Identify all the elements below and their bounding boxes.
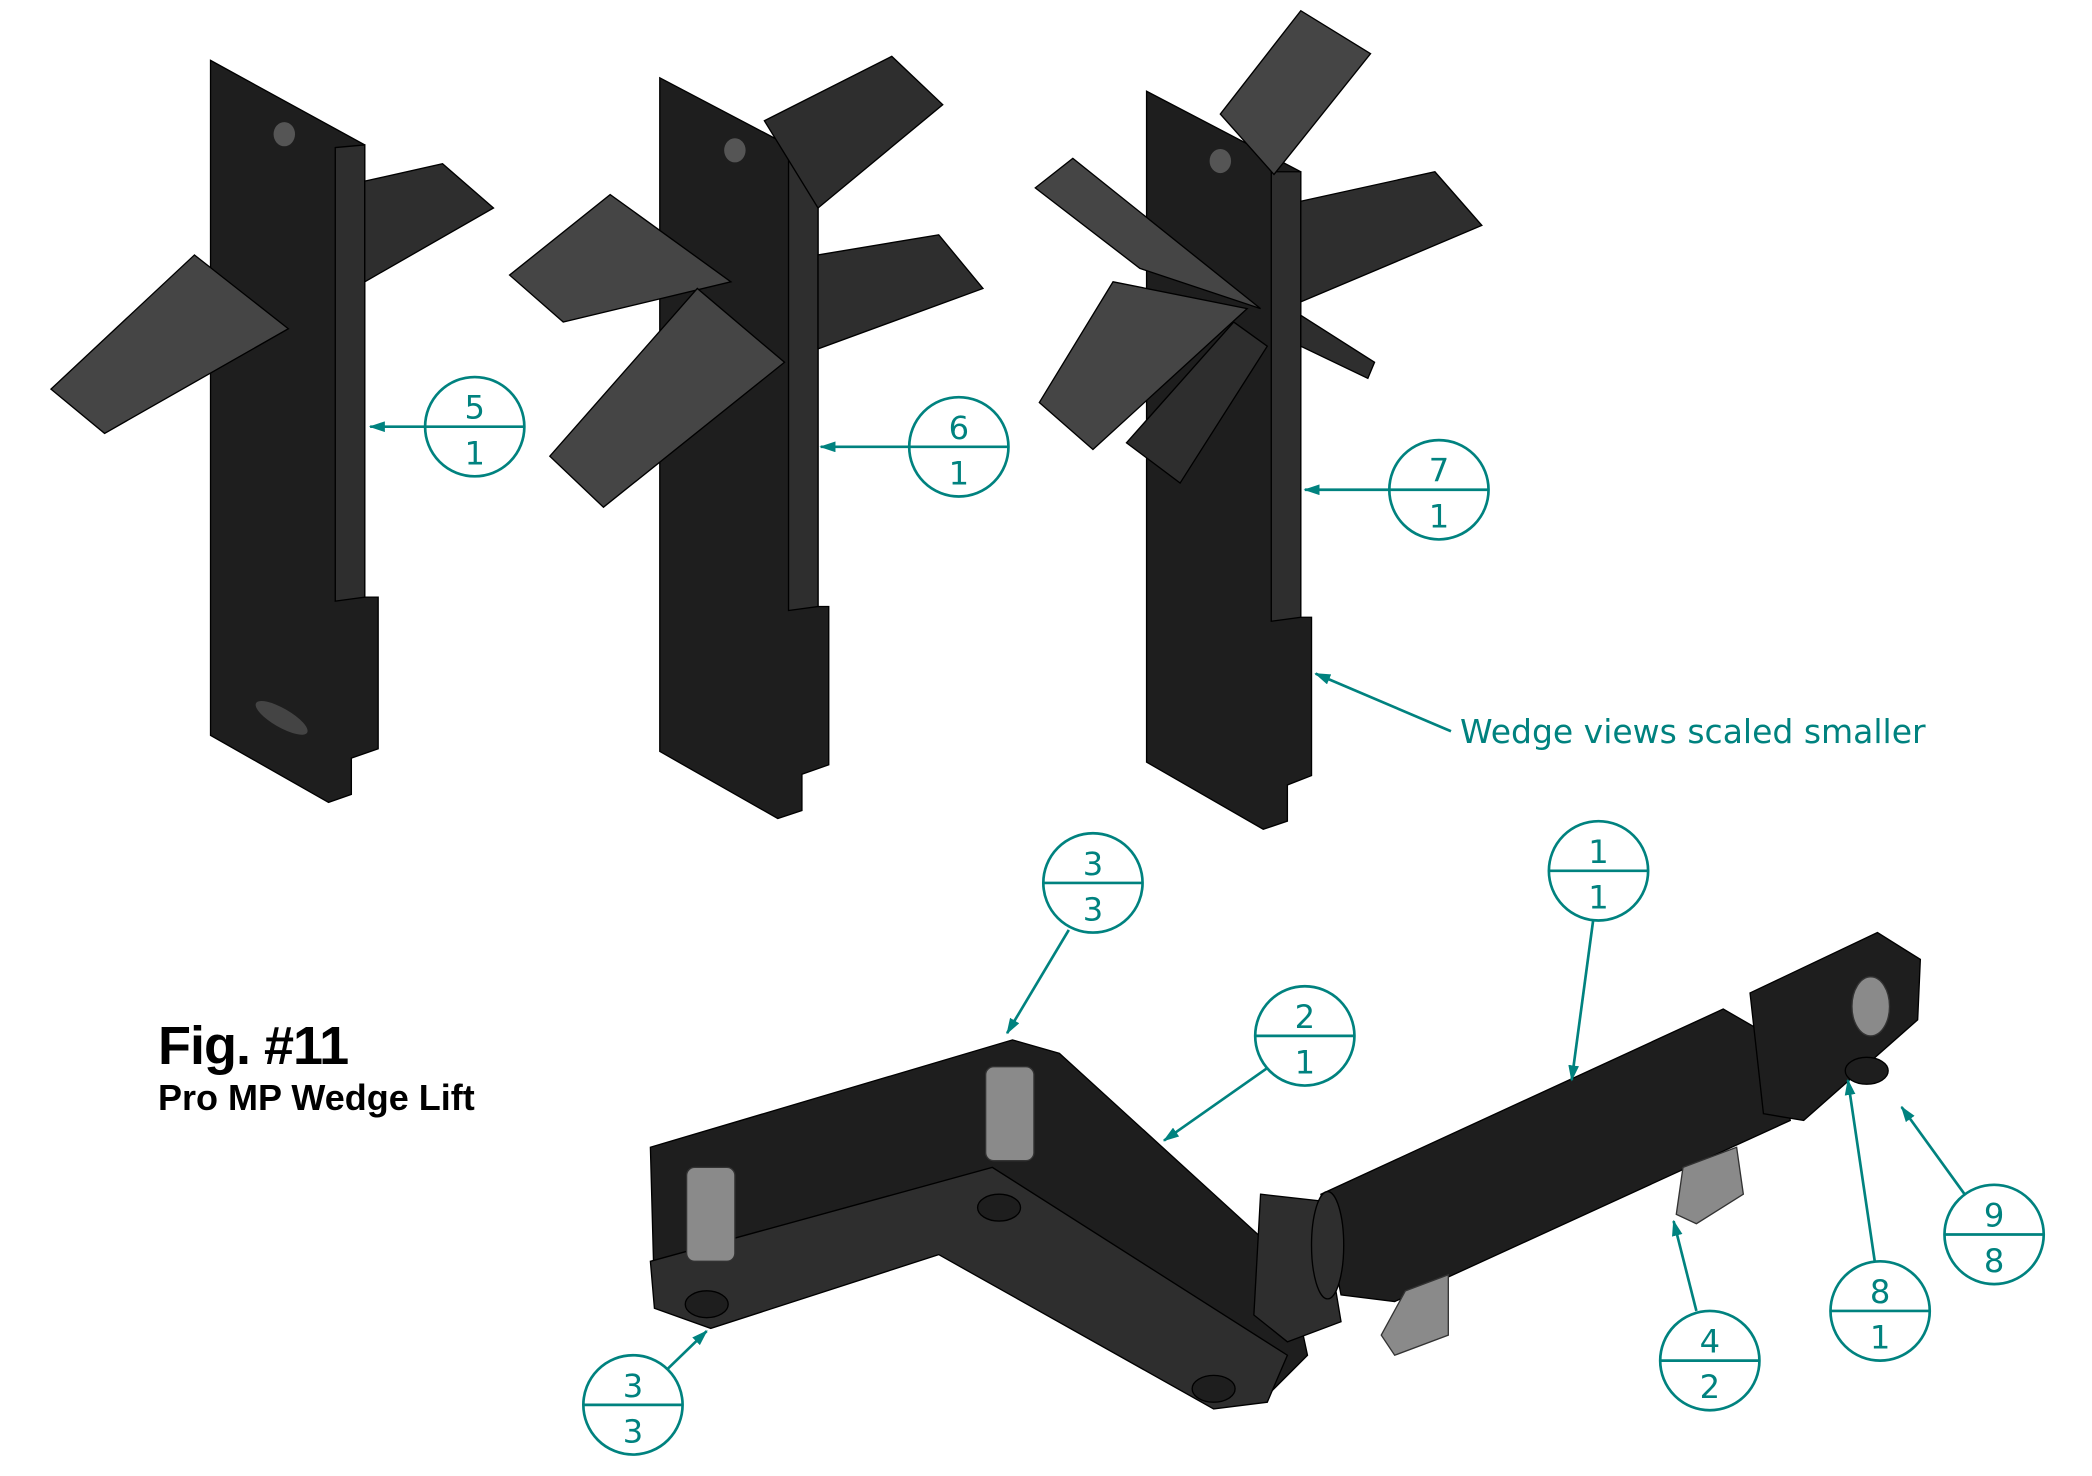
- balloon-item-number: 5: [464, 389, 484, 427]
- figure-title: Fig. #11: [158, 1016, 349, 1076]
- balloon-qty: 3: [623, 1412, 643, 1450]
- balloon-item-number: 3: [1083, 845, 1103, 883]
- balloon-item-number: 4: [1700, 1323, 1720, 1361]
- balloon-item-number: 3: [623, 1367, 643, 1405]
- balloon-item-6: 6 1: [907, 395, 1010, 498]
- balloon-item-number: 6: [949, 409, 969, 447]
- balloon-qty: 1: [1870, 1319, 1890, 1357]
- balloon-item-7: 7 1: [1387, 438, 1490, 541]
- balloon-qty: 8: [1984, 1242, 2004, 1280]
- balloon-item-number: 8: [1870, 1273, 1890, 1311]
- wedge-part-7: [1034, 9, 1483, 830]
- balloon-qty: 2: [1700, 1368, 1720, 1406]
- balloon-item-3-bottom: 3 3: [582, 1353, 684, 1456]
- balloon-item-2: 2 1: [1253, 984, 1356, 1087]
- wedge-part-5: [49, 59, 495, 804]
- wedge-part-6: [508, 55, 985, 820]
- scale-note: Wedge views scaled smaller: [1460, 712, 1926, 751]
- figure-subtitle: Pro MP Wedge Lift: [158, 1077, 475, 1118]
- balloon-item-number: 1: [1588, 833, 1608, 871]
- balloon-qty: 1: [1295, 1043, 1315, 1081]
- balloon-item-4: 4 2: [1658, 1309, 1761, 1412]
- balloon-item-number: 2: [1295, 998, 1315, 1036]
- balloon-item-number: 7: [1429, 452, 1449, 490]
- balloon-qty: 3: [1083, 890, 1103, 928]
- balloon-item-3-top: 3 3: [1041, 831, 1144, 934]
- leader-lines: [368, 421, 1966, 1370]
- balloon-qty: 1: [464, 434, 484, 472]
- balloon-qty: 1: [949, 454, 969, 492]
- balloon-item-number: 9: [1984, 1196, 2004, 1234]
- balloon-qty: 1: [1429, 497, 1449, 535]
- balloon-qty: 1: [1588, 878, 1608, 916]
- lift-assembly: [649, 931, 1922, 1410]
- balloon-item-9: 9 8: [1943, 1183, 2046, 1286]
- balloon-item-8: 8 1: [1829, 1259, 1932, 1362]
- balloon-item-5: 5 1: [423, 375, 526, 478]
- balloon-item-1: 1 1: [1547, 819, 1650, 922]
